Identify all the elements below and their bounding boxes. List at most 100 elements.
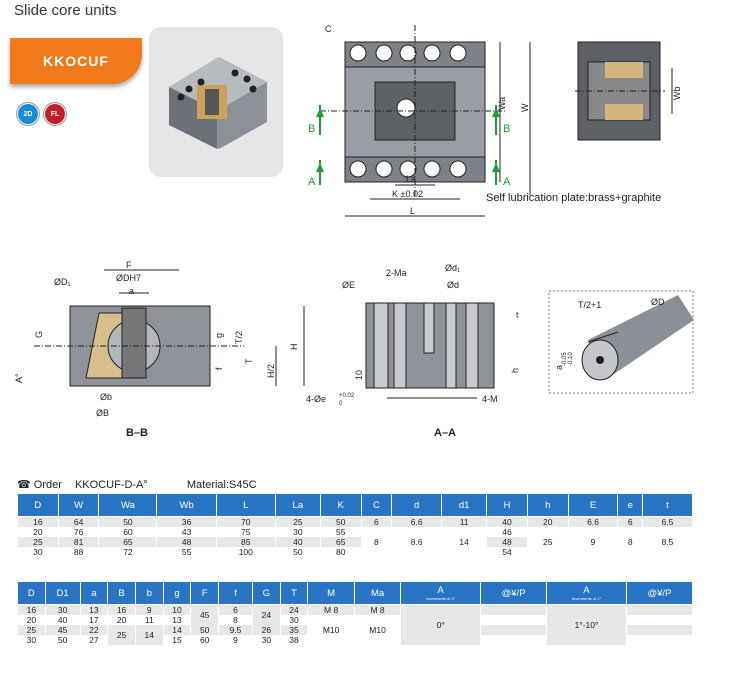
t2-header-a: a <box>79 581 109 605</box>
t2-header-d1: D1 <box>44 581 81 605</box>
label-e: ØE <box>342 280 355 290</box>
label-e-tol-sup: +0.02 <box>339 393 355 399</box>
t2-header-m: M <box>307 581 355 605</box>
label-d1: ØD₁ <box>54 277 71 287</box>
label-a: a <box>129 286 134 296</box>
label-t: T <box>244 358 254 364</box>
section-aa-drawing: 2-Ma Ød₁ ØE Ød t 10 h 4-Øe +0.02 0 4-M A… <box>306 263 520 438</box>
label-w: W <box>520 103 530 112</box>
label-b-left: B <box>308 123 315 135</box>
label-k: K ±0.02 <box>392 189 423 199</box>
t1-header-wa: Wa <box>98 493 158 517</box>
t1-header-h: H <box>486 493 528 517</box>
t1-header-c: C <box>360 493 393 517</box>
label-t-aa: t <box>516 310 519 320</box>
label-4-e: 4-Øe <box>306 394 326 404</box>
label-bb: ØB <box>96 408 109 418</box>
label-dh7: ØDH7 <box>116 273 141 283</box>
t1-header-la: La <box>274 493 321 517</box>
t2-header-t: T <box>279 581 309 605</box>
label-dd: ØD <box>651 297 665 307</box>
t1-header-k: K <box>319 493 362 517</box>
caption-bb: B–B <box>126 427 148 438</box>
label-h: H <box>289 344 299 351</box>
t1-header-d1: d1 <box>441 493 488 517</box>
label-h2: H/2 <box>266 364 276 378</box>
t2-header-f: F <box>190 581 220 605</box>
material: Material:S45C <box>186 479 257 491</box>
order-code: KKOCUF-D-A° <box>74 479 148 491</box>
cad-2d-badge: 2D <box>18 104 38 124</box>
label-4-m: 4-M <box>482 394 498 404</box>
order-label: Order <box>33 479 62 491</box>
top-view-drawing: C B B A A La K ±0.02 L Wa W Self lubrica… <box>308 24 682 217</box>
label-b-right: B <box>503 123 510 135</box>
phone-icon: ☎ <box>17 479 31 491</box>
lubrication-note: Self lubrication plate:brass+graphite <box>486 192 661 204</box>
label-wa: Wa <box>497 97 507 110</box>
caption-aa: A–A <box>434 427 456 438</box>
t2-header-b: B <box>107 581 136 605</box>
label-tol-top: -0.05 <box>562 352 568 366</box>
label-f2: f <box>214 367 224 370</box>
label-d-aa: Ød <box>447 280 459 290</box>
t2-header-f-small: f <box>218 581 253 605</box>
label-a-iso: a <box>554 365 564 370</box>
label-t2: T/2 <box>234 331 244 344</box>
label-c: C <box>325 24 332 34</box>
t1-header-d-small: d <box>391 493 443 517</box>
t2-header-g: g <box>162 581 192 605</box>
pin-detail-drawing: T/2+1 ØD a -0.05 -0.10 <box>548 290 694 394</box>
t2-header-ma: Ma <box>353 581 402 605</box>
t2-header-price-1: @¥/P <box>480 581 548 605</box>
label-wb: Wb <box>672 87 682 101</box>
t2-header-price-2: @¥/P <box>625 581 694 605</box>
label-e-tol-sub: 0 <box>339 401 343 407</box>
label-t2-1: T/2+1 <box>578 300 601 310</box>
model-tab: KKOCUF <box>10 38 142 84</box>
product-photo <box>149 27 283 177</box>
label-la: La <box>406 174 416 184</box>
label-g2: g <box>214 333 224 338</box>
label-l: L <box>410 206 415 216</box>
label-10: 10 <box>354 370 364 380</box>
t1-header-w: W <box>57 493 100 517</box>
label-2-ma: 2-Ma <box>386 268 407 278</box>
t2-header-d: D <box>17 581 46 605</box>
t1-header-e-small: e <box>617 493 643 517</box>
page-title: Slide core units <box>14 2 117 19</box>
section-bb-drawing: F ØD₁ ØDH7 a G A° Øb ØB g T/2 f T H/2 H … <box>14 260 305 438</box>
label-d1-aa: Ød₁ <box>445 263 460 273</box>
label-a-deg: A° <box>14 373 24 383</box>
model-label: KKOCUF <box>43 53 109 69</box>
t1-header-t: t <box>641 493 694 517</box>
fl-badge: FL <box>45 104 65 124</box>
t1-header-h-small: h <box>526 493 569 517</box>
order-line: ☎ Order KKOCUF-D-A° Material:S45C <box>17 478 257 491</box>
t1-header-l: L <box>215 493 276 517</box>
label-a-right: A <box>503 176 511 188</box>
label-g: G <box>34 331 44 338</box>
label-f: F <box>126 260 132 270</box>
label-b: Øb <box>100 392 112 402</box>
label-tol-bot: -0.10 <box>568 352 574 366</box>
t2-header-b-small: b <box>134 581 164 605</box>
t1-header-wb: Wb <box>156 493 217 517</box>
t2-header-g-big: G <box>251 581 281 605</box>
label-a-left: A <box>308 176 316 188</box>
t1-header-e: E <box>567 493 619 517</box>
label-h-aa: h <box>510 368 520 373</box>
t1-header-d: D <box>17 493 59 517</box>
